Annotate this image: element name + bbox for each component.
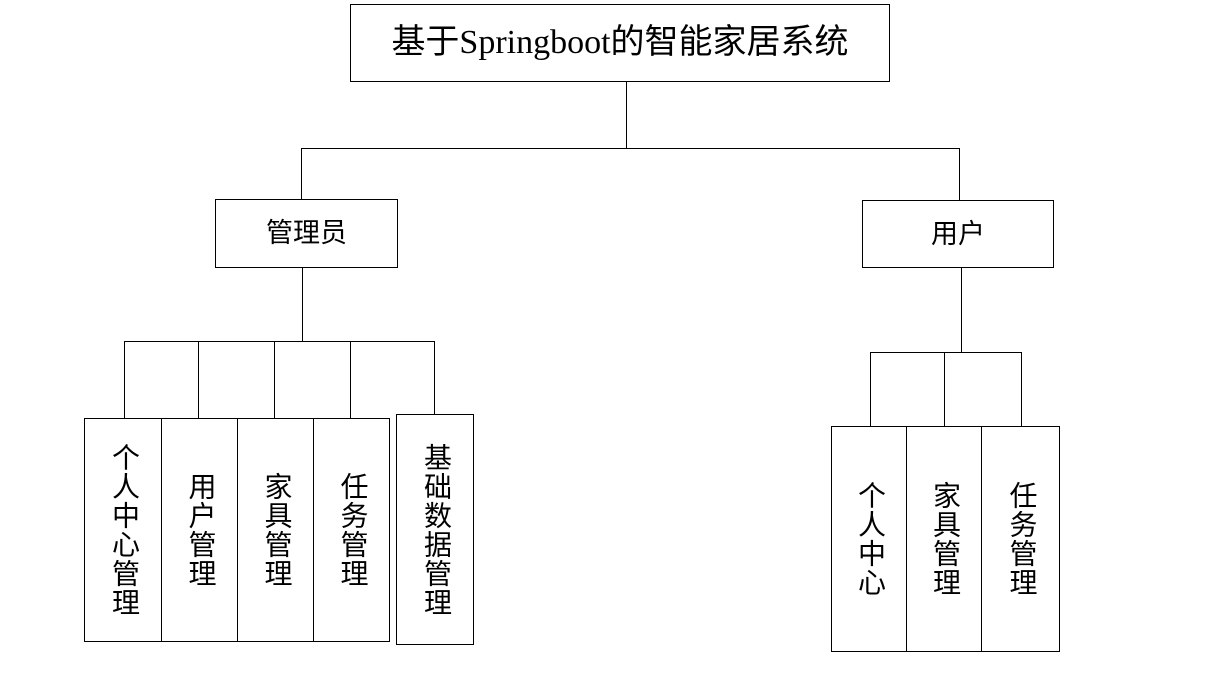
- node-root-system[interactable]: 基于Springboot的智能家居系统: [350, 4, 890, 82]
- connector-admin-drop-1: [124, 341, 125, 418]
- leaf-admin-task-management-label: 任务管理: [336, 472, 368, 588]
- leaf-user-task-management[interactable]: 任务管理: [981, 426, 1060, 652]
- connector-user-bus: [870, 352, 1022, 353]
- connector-admin-drop-4: [350, 341, 351, 418]
- leaf-user-furniture-management[interactable]: 家具管理: [906, 426, 982, 652]
- leaf-admin-basic-data-management-label: 基础数据管理: [420, 442, 451, 617]
- connector-admin-drop-3: [274, 341, 275, 418]
- connector-root-stem: [626, 82, 627, 148]
- node-user[interactable]: 用户: [862, 200, 1054, 268]
- connector-bus-to-user: [959, 148, 960, 200]
- leaf-admin-personal-center-label: 个人中心管理: [108, 443, 139, 617]
- connector-user-drop-3: [1021, 352, 1022, 426]
- connector-admin-stem: [302, 268, 303, 341]
- leaf-admin-task-management[interactable]: 任务管理: [313, 418, 390, 642]
- connector-admin-drop-2: [198, 341, 199, 418]
- leaf-admin-furniture-management[interactable]: 家具管理: [237, 418, 314, 642]
- connector-bus-to-admin: [301, 148, 302, 199]
- leaf-user-task-management-label: 任务管理: [1005, 481, 1037, 597]
- leaf-admin-user-management[interactable]: 用户管理: [161, 418, 238, 642]
- leaf-admin-user-management-label: 用户管理: [184, 472, 216, 588]
- connector-user-drop-2: [944, 352, 945, 426]
- node-admin[interactable]: 管理员: [215, 199, 398, 268]
- node-user-label: 用户: [931, 218, 985, 249]
- node-admin-label: 管理员: [266, 218, 347, 249]
- connector-user-drop-1: [870, 352, 871, 426]
- leaf-user-personal-center[interactable]: 个人中心: [831, 426, 907, 652]
- leaf-admin-personal-center[interactable]: 个人中心管理: [84, 418, 162, 642]
- leaf-admin-basic-data-management[interactable]: 基础数据管理: [396, 414, 474, 645]
- leaf-admin-furniture-management-label: 家具管理: [260, 472, 292, 588]
- connector-admin-drop-5: [434, 341, 435, 414]
- connector-admin-bus: [124, 341, 435, 342]
- leaf-user-furniture-management-label: 家具管理: [929, 481, 960, 597]
- leaf-user-personal-center-label: 个人中心: [854, 481, 885, 597]
- connector-user-stem: [961, 268, 962, 352]
- node-root-label: 基于Springboot的智能家居系统: [391, 23, 849, 61]
- connector-main-bus: [301, 148, 960, 149]
